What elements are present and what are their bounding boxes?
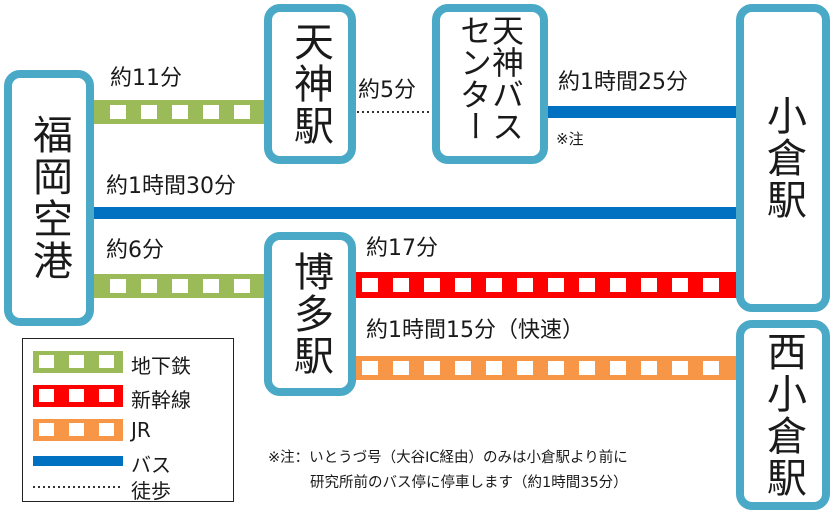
legend-label-jr: JR — [131, 418, 151, 442]
rail-tie — [703, 278, 719, 292]
rail-ties — [110, 105, 719, 375]
time-airport-hakata: 約6分 — [106, 238, 164, 263]
rail-tie — [141, 279, 157, 293]
station-label: 博多駅 — [287, 251, 333, 377]
rail-tie — [99, 389, 114, 402]
station-label: 福岡空港 — [26, 114, 72, 282]
rail-tie — [234, 105, 250, 119]
rail-tie — [39, 355, 54, 368]
station-label: 天神駅 — [287, 21, 333, 147]
rail-tie — [579, 361, 595, 375]
rail-tie — [69, 389, 84, 402]
time-tenjin-buscenter: 約5分 — [358, 78, 416, 103]
rail-tie — [548, 361, 564, 375]
rail-tie — [99, 355, 114, 368]
rail-tie — [393, 278, 409, 292]
rail-tie — [641, 278, 657, 292]
rail-tie — [672, 361, 688, 375]
rail-tie — [203, 105, 219, 119]
legend-swatch-bus — [33, 456, 123, 466]
rail-tie — [362, 361, 378, 375]
rail-tie — [548, 278, 564, 292]
rail-tie — [455, 278, 471, 292]
station-kokura: 小倉駅 — [736, 4, 830, 312]
legend: 地下鉄 新幹線 JR バス 徒歩 — [22, 338, 234, 503]
rail-tie — [69, 423, 84, 436]
time-buscenter-kokura: 約1時間25分 — [558, 70, 688, 95]
station-hakata: 博多駅 — [264, 232, 356, 396]
rail-tie — [424, 361, 440, 375]
rail-tie — [579, 278, 595, 292]
rail-tie — [610, 361, 626, 375]
station-fukuoka-airport: 福岡空港 — [4, 70, 94, 326]
time-hakata-kokura: 約17分 — [366, 236, 438, 261]
legend-label-subway: 地下鉄 — [131, 354, 191, 378]
station-tenjin-bus-center: 天神バスセンター — [432, 4, 548, 164]
station-tenjin: 天神駅 — [264, 4, 356, 164]
rail-tie — [110, 279, 126, 293]
time-hakata-nishikokura: 約1時間15分（快速） — [366, 318, 584, 343]
station-label: 小倉駅 — [760, 95, 806, 221]
rail-tie — [424, 278, 440, 292]
rail-tie — [39, 389, 54, 402]
rail-tie — [486, 278, 502, 292]
station-label: 西小倉駅 — [760, 331, 806, 499]
rail-tie — [517, 278, 533, 292]
legend-label-bus: バス — [131, 453, 171, 477]
footnote-line-2: 研究所前のバス停に停車します（約1時間35分） — [310, 475, 628, 491]
rail-tie — [641, 361, 657, 375]
legend-swatches — [33, 351, 123, 488]
bus-line-buscenter-kokura — [544, 106, 740, 118]
time-airport-kokura: 約1時間30分 — [106, 174, 236, 199]
rail-tie — [110, 105, 126, 119]
rail-tie — [141, 105, 157, 119]
rail-tie — [172, 279, 188, 293]
rail-tie — [99, 423, 114, 436]
rail-tie — [672, 278, 688, 292]
footnote: ※注：いとうづ号（大谷IC経由）のみは小倉駅より前に 研究所前のバス停に停車しま… — [268, 446, 628, 496]
rail-tie — [610, 278, 626, 292]
footnote-line-1: ※注：いとうづ号（大谷IC経由）のみは小倉駅より前に — [268, 450, 628, 466]
legend-label-walk: 徒歩 — [131, 479, 171, 503]
rail-tie — [455, 361, 471, 375]
bus-line-airport-kokura — [92, 207, 740, 219]
time-airport-tenjin: 約11分 — [110, 66, 182, 91]
bus-note-mark: ※注 — [556, 130, 584, 148]
station-nishi-kokura: 西小倉駅 — [736, 320, 830, 510]
station-label: 天神バスセンター — [455, 14, 525, 142]
rail-tie — [39, 423, 54, 436]
rail-tie — [393, 361, 409, 375]
rail-tie — [203, 279, 219, 293]
legend-label-shinkansen: 新幹線 — [131, 388, 191, 412]
rail-tie — [69, 355, 84, 368]
rail-tie — [234, 279, 250, 293]
rail-tie — [362, 278, 378, 292]
rail-tie — [517, 361, 533, 375]
legend-rail-ties — [39, 355, 114, 436]
rail-tie — [486, 361, 502, 375]
rail-tie — [172, 105, 188, 119]
rail-tie — [703, 361, 719, 375]
